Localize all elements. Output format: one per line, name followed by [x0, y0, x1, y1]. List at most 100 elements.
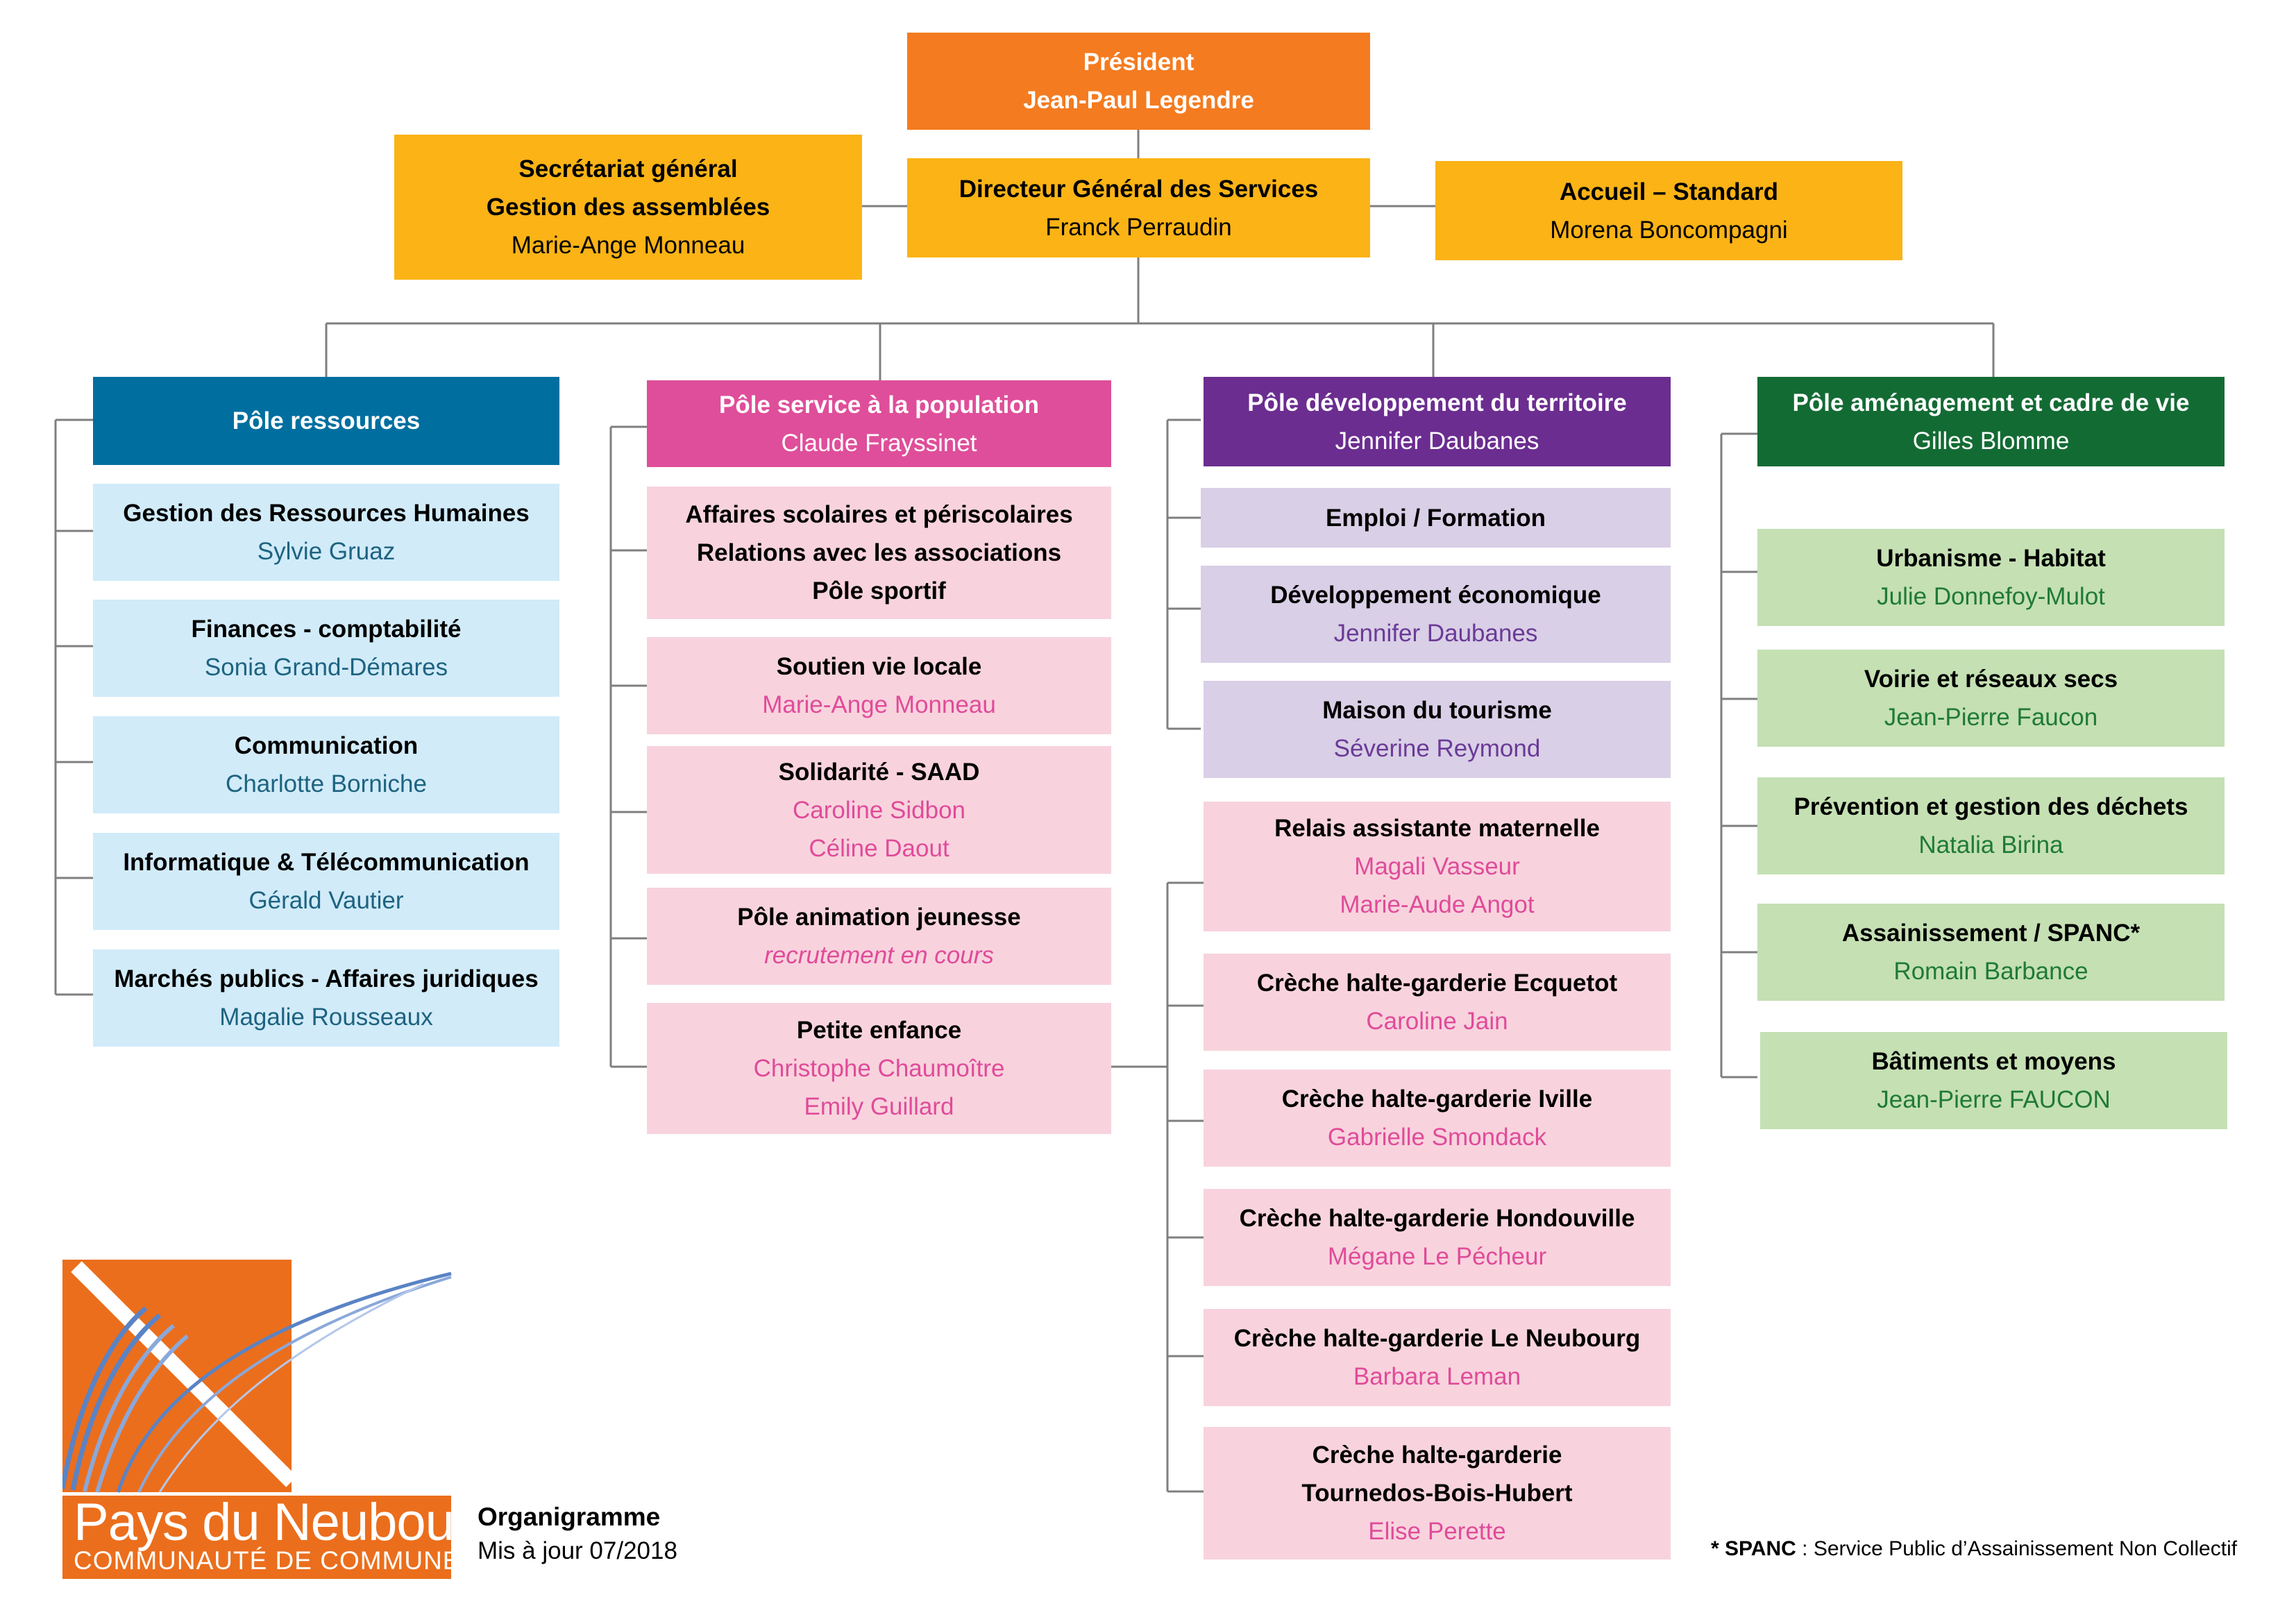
service-title: Crèche halte-garderie Iville [1281, 1085, 1593, 1113]
pole-ressources-title: Pôle ressources [232, 407, 421, 434]
service-box-relais-assistante: Relais assistante maternelle Magali Vass… [1204, 802, 1671, 931]
service-box-voirie: Voirie et réseaux secs Jean-Pierre Fauco… [1757, 650, 2225, 747]
secretariat-box: Secrétariat général Gestion des assemblé… [394, 135, 862, 280]
service-person: Magali Vasseur [1354, 853, 1520, 880]
service-box-batiments: Bâtiments et moyens Jean-Pierre FAUCON [1760, 1032, 2227, 1129]
service-title: Finances - comptabilité [191, 616, 462, 643]
service-box-assainissement: Assainissement / SPANC* Romain Barbance [1757, 904, 2225, 1001]
service-title: Relais assistante maternelle [1274, 815, 1600, 842]
service-title: Petite enfance [796, 1017, 962, 1044]
service-person: Caroline Sidbon [792, 796, 966, 824]
dgs-title: Directeur Général des Services [959, 175, 1319, 203]
pole-territoire-head-name: Jennifer Daubanes [1335, 427, 1539, 455]
service-box-creche-tournedos: Crèche halte-garderie Tournedos-Bois-Hub… [1204, 1427, 1671, 1559]
update-date: Mis à jour 07/2018 [478, 1537, 677, 1564]
pole-population-header: Pôle service à la population Claude Fray… [647, 380, 1111, 467]
service-title: Crèche halte-garderie Le Neubourg [1233, 1325, 1641, 1352]
service-box-creche-le-neubourg: Crèche halte-garderie Le Neubourg Barbar… [1204, 1309, 1671, 1406]
pole-population-head-name: Claude Frayssinet [781, 429, 977, 457]
service-title: Voirie et réseaux secs [1864, 666, 2118, 693]
service-person: Emily Guillard [804, 1093, 954, 1120]
accueil-title: Accueil – Standard [1559, 178, 1779, 205]
service-person: Sylvie Gruaz [257, 538, 396, 565]
service-box-soutien-vie-locale: Soutien vie locale Marie-Ange Monneau [647, 637, 1111, 734]
service-box-developpement-economique: Développement économique Jennifer Dauban… [1201, 566, 1671, 663]
service-title: Assainissement / SPANC* [1841, 920, 2141, 947]
service-title: Solidarité - SAAD [778, 758, 980, 786]
pole-territoire-header: Pôle développement du territoire Jennife… [1204, 377, 1671, 466]
secretariat-title-1: Secrétariat général [518, 155, 738, 183]
service-person: Barbara Leman [1353, 1363, 1521, 1390]
service-person: Marie-Ange Monneau [762, 691, 996, 718]
logo-text-main: Pays du Neubourg [74, 1493, 500, 1552]
service-box-rh: Gestion des Ressources Humaines Sylvie G… [93, 484, 559, 581]
service-person: Christophe Chaumoître [753, 1055, 1005, 1082]
service-person: Jennifer Daubanes [1333, 620, 1538, 647]
service-person: Elise Perette [1368, 1518, 1506, 1545]
accueil-name: Morena Boncompagni [1550, 216, 1788, 244]
service-person: Marie-Aude Angot [1340, 891, 1535, 918]
service-title: Urbanisme - Habitat [1876, 545, 2106, 572]
service-person: Natalia Birina [1918, 831, 2063, 859]
service-title: Soutien vie locale [776, 653, 982, 680]
service-title: Marchés publics - Affaires juridiques [114, 965, 539, 992]
service-box-creche-iville: Crèche halte-garderie Iville Gabrielle S… [1204, 1069, 1671, 1167]
service-title: Bâtiments et moyens [1871, 1048, 2116, 1075]
service-title: Crèche halte-garderie Hondouville [1239, 1205, 1635, 1232]
service-person: Charlotte Borniche [226, 770, 427, 797]
dgs-name: Franck Perraudin [1045, 213, 1232, 241]
service-title-line: Tournedos-Bois-Hubert [1301, 1480, 1573, 1507]
pole-amenagement-head-name: Gilles Blomme [1912, 427, 2070, 455]
pays-du-neubourg-logo [62, 1260, 452, 1579]
spanc-footnote: * SPANC : Service Public d’Assainissemen… [1711, 1537, 2237, 1561]
service-title: Gestion des Ressources Humaines [123, 500, 530, 527]
service-box-creche-ecquetot: Crèche halte-garderie Ecquetot Caroline … [1204, 954, 1671, 1051]
service-person: Romain Barbance [1893, 958, 2088, 985]
document-title: Organigramme [478, 1503, 661, 1531]
footnote-text: : Service Public d’Assainissement Non Co… [1796, 1537, 2238, 1560]
service-box-informatique: Informatique & Télécommunication Gérald … [93, 833, 559, 930]
service-person: Julie Donnefoy-Mulot [1877, 583, 2105, 610]
service-box-urbanisme: Urbanisme - Habitat Julie Donnefoy-Mulot [1757, 529, 2225, 626]
service-person: Jean-Pierre Faucon [1884, 704, 2098, 731]
logo-text-sub: COMMUNAUTÉ DE COMMUNES [74, 1546, 479, 1575]
service-title: Informatique & Télécommunication [123, 849, 530, 876]
service-person: Mégane Le Pécheur [1327, 1243, 1547, 1270]
president-title: Président [1083, 49, 1195, 76]
footnote-label: * SPANC [1711, 1537, 1796, 1560]
accueil-box: Accueil – Standard Morena Boncompagni [1435, 161, 1902, 260]
service-box-petite-enfance: Petite enfance Christophe Chaumoître Emi… [647, 1003, 1111, 1134]
president-box: Président Jean-Paul Legendre [907, 33, 1370, 130]
service-title-line: Pôle sportif [812, 577, 946, 604]
service-title-line: Affaires scolaires et périscolaires [685, 501, 1073, 528]
service-person: Sonia Grand-Démares [204, 654, 448, 681]
service-box-emploi-formation: Emploi / Formation [1201, 488, 1671, 548]
service-person: Céline Daout [809, 834, 949, 862]
pole-population-title: Pôle service à la population [719, 391, 1039, 418]
service-person: Gérald Vautier [248, 887, 404, 914]
service-box-dechets: Prévention et gestion des déchets Natali… [1757, 777, 2225, 874]
service-person: Séverine Reymond [1333, 735, 1541, 762]
dgs-box: Directeur Général des Services Franck Pe… [907, 158, 1370, 257]
secretariat-name: Marie-Ange Monneau [511, 232, 745, 259]
pole-ressources-header: Pôle ressources [93, 377, 559, 465]
secretariat-title-2: Gestion des assemblées [486, 194, 770, 221]
service-box-creche-hondouville: Crèche halte-garderie Hondouville Mégane… [1204, 1189, 1671, 1286]
service-note: recrutement en cours [764, 942, 994, 969]
service-person: Caroline Jain [1366, 1008, 1508, 1035]
service-title: Prévention et gestion des déchets [1793, 793, 2188, 820]
service-title: Pôle animation jeunesse [737, 904, 1021, 931]
service-title-line: Crèche halte-garderie [1312, 1441, 1562, 1469]
service-title-line: Relations avec les associations [696, 539, 1062, 566]
service-box-solidarite: Solidarité - SAAD Caroline Sidbon Céline… [647, 746, 1111, 874]
service-box-communication: Communication Charlotte Borniche [93, 716, 559, 813]
service-title: Maison du tourisme [1322, 697, 1552, 724]
service-title: Emploi / Formation [1326, 504, 1546, 532]
service-title: Développement économique [1270, 582, 1601, 609]
service-person: Jean-Pierre FAUCON [1877, 1086, 2111, 1113]
service-box-maison-du-tourisme: Maison du tourisme Séverine Reymond [1204, 681, 1671, 778]
service-box-marches-publics: Marchés publics - Affaires juridiques Ma… [93, 949, 559, 1047]
president-name: Jean-Paul Legendre [1023, 87, 1254, 114]
pole-territoire-title: Pôle développement du territoire [1247, 389, 1627, 416]
